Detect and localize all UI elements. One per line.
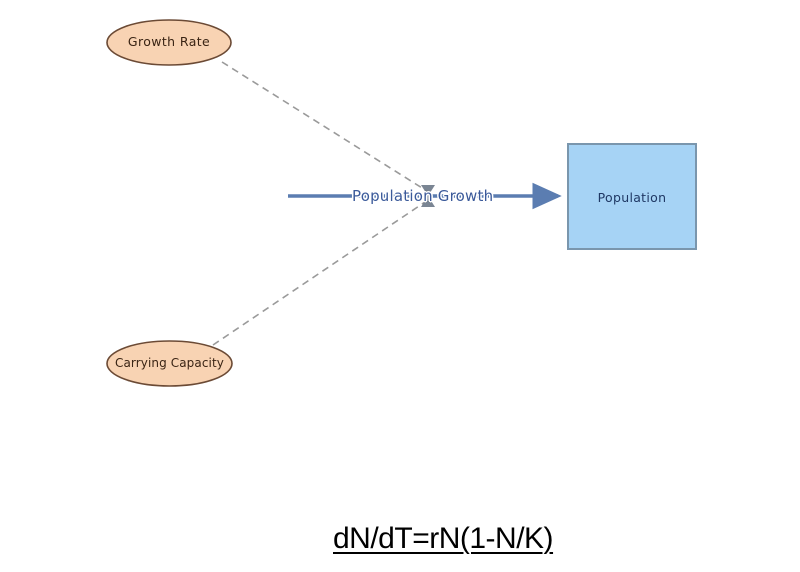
connector-growth-rate-to-valve — [221, 61, 431, 194]
converter-carrying-capacity-ellipse[interactable] — [106, 340, 233, 387]
connector-carrying-capacity-to-valve — [212, 199, 429, 346]
stock-population-box[interactable] — [567, 143, 697, 250]
flow-population-growth-label: Population Growth — [352, 187, 494, 205]
equation-text: dN/dT=rN(1-N/K) — [333, 522, 554, 555]
flow-valve-icon[interactable] — [421, 185, 435, 207]
converter-growth-rate-ellipse[interactable] — [106, 19, 232, 66]
